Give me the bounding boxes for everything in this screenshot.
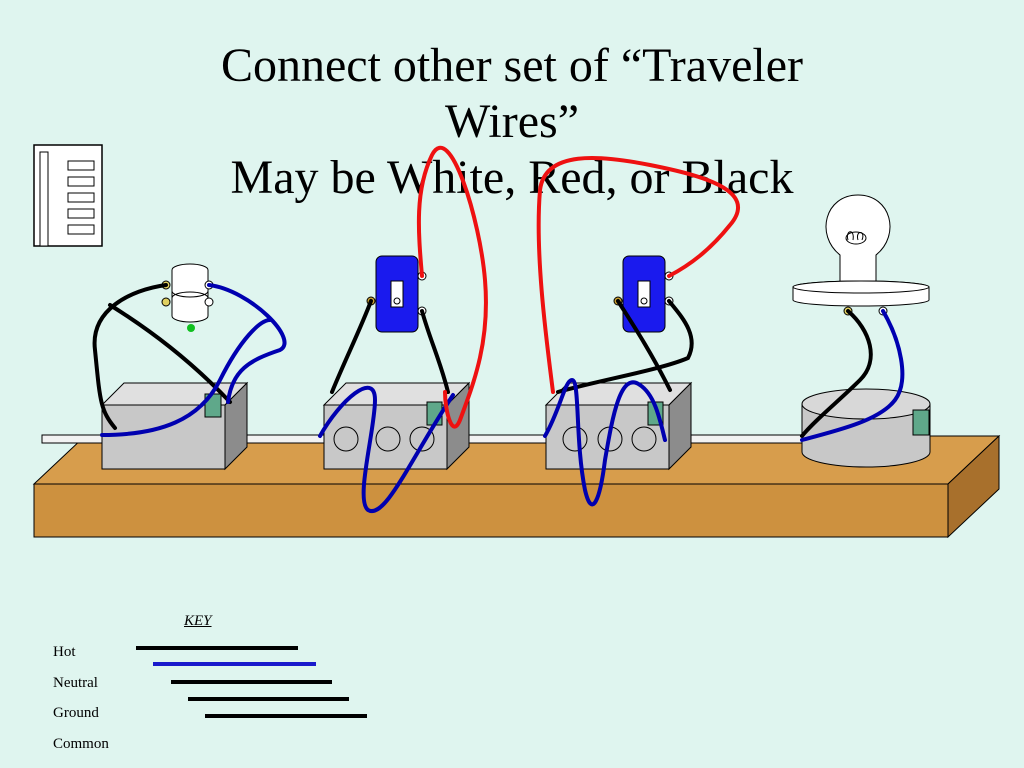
title-line-1: Connect other set of “Traveler <box>220 39 804 92</box>
neutral-wire-box-2 <box>318 385 455 514</box>
light-bulb-icon <box>792 194 930 316</box>
key-label-neutral: Neutral <box>53 675 98 691</box>
three-way-switch-2 <box>613 255 674 333</box>
ground-screw-icon <box>912 409 930 436</box>
breaker-panel-icon <box>33 144 103 247</box>
neutral-wire-receptacle <box>207 283 287 404</box>
traveler-wire-black <box>556 299 694 394</box>
key-swatches <box>136 646 367 718</box>
title-line-2: Wires” <box>445 95 579 148</box>
key-label-common: Common <box>53 736 109 752</box>
neutral-wire-box-3 <box>543 377 667 507</box>
light-box <box>801 388 931 468</box>
traveler-wire-1 <box>416 145 488 429</box>
common-wire-switch-1 <box>420 309 450 394</box>
wooden-board <box>32 434 1001 539</box>
supply-box <box>100 381 249 471</box>
key-label-ground: Ground <box>53 705 99 721</box>
hot-wire-switch-1 <box>330 299 373 394</box>
key-heading: KEY <box>184 613 212 629</box>
receptacle-icon <box>161 263 214 332</box>
wires <box>92 145 905 514</box>
neutral-wire-light <box>800 309 905 442</box>
switch-box-1 <box>322 381 471 471</box>
key-label-hot: Hot <box>53 644 76 660</box>
common-wire-switch-2 <box>616 299 672 392</box>
hot-wire-supply <box>92 283 168 430</box>
three-way-switch-1 <box>366 255 427 333</box>
traveler-wire-2 <box>536 155 740 394</box>
neutral-wire-run <box>100 318 272 437</box>
hot-wire-light <box>800 309 873 438</box>
